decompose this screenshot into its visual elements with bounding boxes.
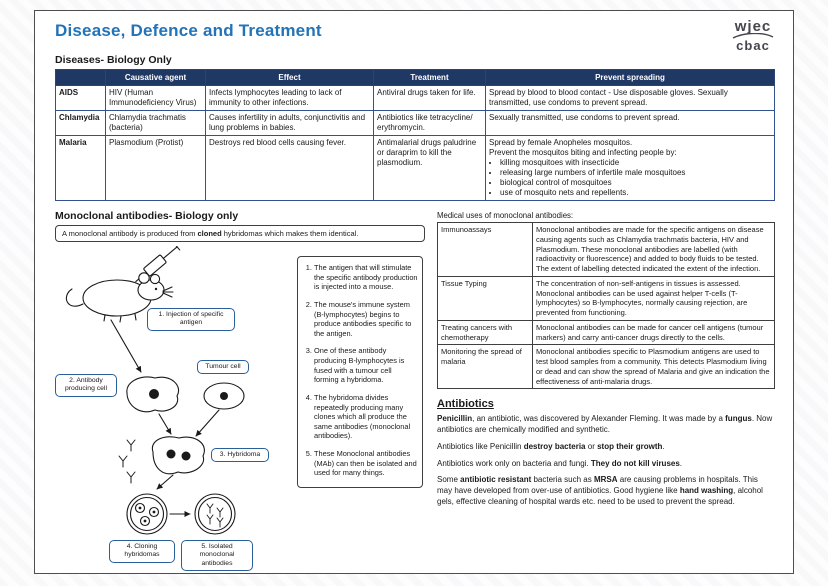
arrow-mouse-to-cell bbox=[110, 319, 142, 373]
cloning-dish-icon bbox=[126, 493, 168, 535]
col-header-agent: Causative agent bbox=[105, 69, 206, 86]
effect-cell: Destroys red blood cells causing fever. bbox=[205, 135, 374, 201]
arrow-cell-to-hybridoma bbox=[158, 413, 172, 435]
arrow-tumour-to-hybridoma bbox=[195, 409, 220, 437]
antibiotics-paragraph: Antibiotics like Penicillin destroy bact… bbox=[437, 441, 665, 451]
effect-cell: Causes infertility in adults, conjunctiv… bbox=[205, 110, 374, 136]
agent-cell: Chlamydia trachmatis (bacteria) bbox=[105, 110, 206, 136]
document-page: Disease, Defence and Treatment wjec cbac… bbox=[34, 10, 794, 574]
logo-cbac-text: cbac bbox=[736, 38, 770, 53]
diseases-table: Causative agent Effect Treatment Prevent… bbox=[55, 69, 775, 201]
use-name-cell: Immunoassays bbox=[437, 222, 533, 277]
wjec-logo: wjec cbac bbox=[731, 19, 775, 52]
antibiotics-paragraph: Some antibiotic resistant bacteria such … bbox=[437, 475, 763, 507]
use-name-cell: Tissue Typing bbox=[437, 275, 533, 321]
uses-row: Treating cancers with chemotherapy Monoc… bbox=[437, 319, 775, 346]
table-row-aids: AIDS HIV (Human Immunodeficiency Virus) … bbox=[55, 85, 775, 111]
disease-name-cell: Malaria bbox=[55, 135, 106, 201]
process-step: The mouse's immune system (B-lymphocytes… bbox=[314, 300, 418, 339]
prevent-cell: Spread by female Anopheles mosquitos. Pr… bbox=[485, 135, 775, 201]
col-header-prevent: Prevent spreading bbox=[485, 69, 775, 86]
prevent-bullet-list: killing mosquitoes with insecticide rele… bbox=[489, 158, 771, 198]
monoclonal-intro: A monoclonal antibody is produced from c… bbox=[55, 225, 425, 242]
use-desc-cell: The concentration of non-self-antigens i… bbox=[532, 275, 775, 321]
label-isolated: 5. Isolated monoclonal antibodies bbox=[181, 540, 253, 572]
uses-row: Monitoring the spread of malaria Monoclo… bbox=[437, 344, 775, 390]
antibiotics-paragraph: Antibiotics work only on bacteria and fu… bbox=[437, 458, 683, 468]
monoclonal-heading: Monoclonal antibodies- Biology only bbox=[55, 210, 239, 222]
table-header-row: Causative agent Effect Treatment Prevent… bbox=[55, 69, 775, 86]
prevent-bullet: killing mosquitoes with insecticide bbox=[500, 158, 771, 168]
two-column-area: Monoclonal antibodies- Biology only A mo… bbox=[55, 208, 775, 572]
antibiotics-section: Antibiotics Penicillin, an antibiotic, w… bbox=[437, 398, 775, 508]
page-header: Disease, Defence and Treatment wjec cbac bbox=[55, 17, 775, 52]
treatment-cell: Antiviral drugs taken for life. bbox=[373, 85, 486, 111]
use-name-cell: Monitoring the spread of malaria bbox=[437, 344, 533, 390]
antibody-cell-icon bbox=[126, 376, 179, 413]
medical-uses-caption: Medical uses of monoclonal antibodies: bbox=[437, 211, 574, 220]
label-tumour-cell: Tumour cell bbox=[197, 360, 249, 375]
treatment-cell: Antibiotics like tetracycline/ erythromy… bbox=[373, 110, 486, 136]
col-header-effect: Effect bbox=[205, 69, 374, 86]
prevent-bullet: releasing large numbers of infertile mal… bbox=[500, 168, 771, 178]
process-step: These Monoclonal antibodies (MAb) can th… bbox=[314, 449, 418, 478]
page-title: Disease, Defence and Treatment bbox=[55, 21, 322, 40]
prevent-line: Prevent the mosquitos biting and infecti… bbox=[489, 148, 677, 157]
uses-row: Tissue Typing The concentration of non-s… bbox=[437, 275, 775, 321]
process-step: The antigen that will stimulate the spec… bbox=[314, 263, 418, 292]
disease-name-cell: AIDS bbox=[55, 85, 106, 111]
effect-cell: Infects lymphocytes leading to lack of i… bbox=[205, 85, 374, 111]
prevent-cell: Spread by blood to blood contact - Use d… bbox=[485, 85, 775, 111]
prevent-line: Spread by female Anopheles mosquitos. bbox=[489, 138, 633, 147]
table-row-chlamydia: Chlamydia Chlamydia trachmatis (bacteria… bbox=[55, 110, 775, 136]
label-antibody-cell: 2. Antibody producing cell bbox=[55, 374, 117, 397]
monoclonal-diagram-area: 1. Injection of specific antigen 2. Anti… bbox=[55, 246, 425, 572]
use-desc-cell: Monoclonal antibodies are made for the s… bbox=[532, 222, 775, 277]
tumour-cell-icon bbox=[203, 382, 245, 410]
logo-wjec-text: wjec bbox=[734, 18, 772, 35]
col-header-blank bbox=[55, 69, 106, 86]
prevent-bullet: use of mosquito nets and repellents. bbox=[500, 188, 771, 198]
use-desc-cell: Monoclonal antibodies can be made for ca… bbox=[532, 319, 775, 346]
col-header-treatment: Treatment bbox=[373, 69, 486, 86]
use-name-cell: Treating cancers with chemotherapy bbox=[437, 319, 533, 346]
logo-swoosh-icon bbox=[732, 33, 774, 39]
prevent-bullet: biological control of mosquitoes bbox=[500, 178, 771, 188]
process-step: The hybridoma divides repeatedly produci… bbox=[314, 393, 418, 441]
monoclonal-section: Monoclonal antibodies- Biology only A mo… bbox=[55, 208, 425, 572]
process-steps-list: The antigen that will stimulate the spec… bbox=[298, 263, 418, 478]
mouse-icon bbox=[65, 272, 174, 323]
antibiotics-heading: Antibiotics bbox=[437, 398, 494, 411]
disease-name-cell: Chlamydia bbox=[55, 110, 106, 136]
label-hybridoma: 3. Hybridoma bbox=[211, 448, 269, 463]
arrow-hybridoma-to-dish bbox=[156, 474, 174, 490]
table-row-malaria: Malaria Plasmodium (Protist) Destroys re… bbox=[55, 135, 775, 201]
isolated-dish-icon bbox=[194, 493, 236, 535]
use-desc-cell: Monoclonal antibodies specific to Plasmo… bbox=[532, 344, 775, 390]
antibiotics-paragraph: Penicillin, an antibiotic, was discovere… bbox=[437, 414, 773, 435]
treatment-cell: Antimalarial drugs paludrine or daraprim… bbox=[373, 135, 486, 201]
process-step: One of these antibody producing B-lympho… bbox=[314, 346, 418, 385]
prevent-cell: Sexually transmitted, use condoms to pre… bbox=[485, 110, 775, 136]
medical-uses-table: Immunoassays Monoclonal antibodies are m… bbox=[437, 222, 775, 390]
agent-cell: Plasmodium (Protist) bbox=[105, 135, 206, 201]
monoclonal-diagram bbox=[65, 246, 245, 535]
hybridoma-icon bbox=[151, 436, 205, 475]
antibody-y-icons bbox=[118, 439, 136, 484]
label-cloning: 4. Cloning hybridomas bbox=[109, 540, 175, 563]
agent-cell: HIV (Human Immunodeficiency Virus) bbox=[105, 85, 206, 111]
label-injection: 1. Injection of specific antigen bbox=[147, 308, 235, 331]
diseases-heading: Diseases- Biology Only bbox=[55, 54, 172, 66]
process-steps-box: The antigen that will stimulate the spec… bbox=[297, 256, 423, 488]
right-column: Medical uses of monoclonal antibodies: I… bbox=[437, 208, 775, 570]
uses-row: Immunoassays Monoclonal antibodies are m… bbox=[437, 222, 775, 277]
